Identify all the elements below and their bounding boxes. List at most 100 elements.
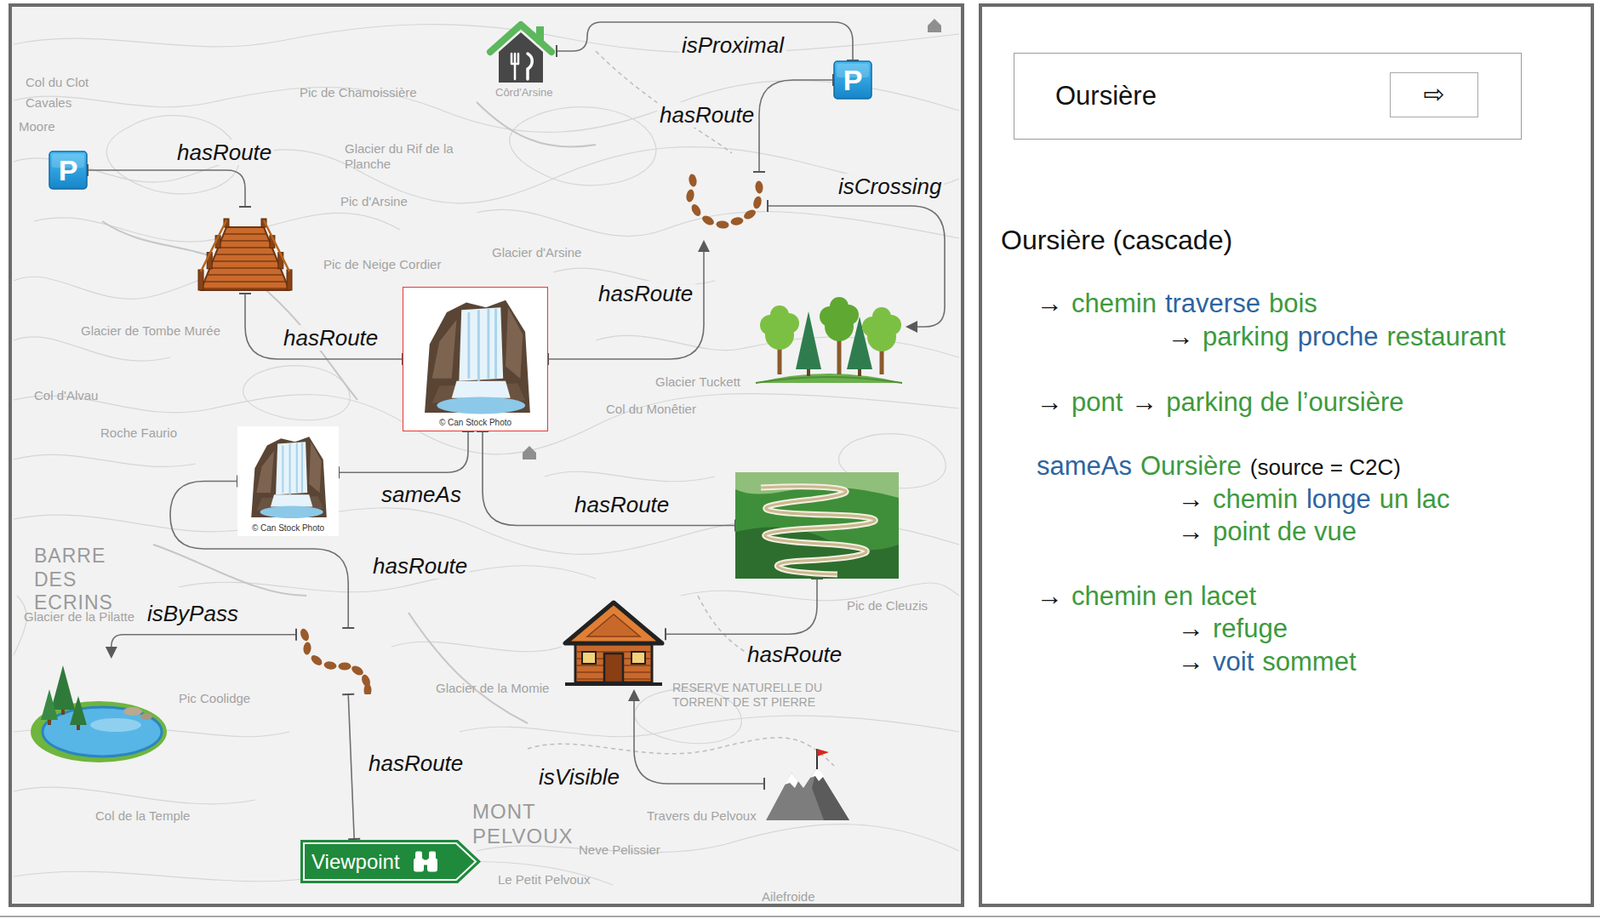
relation-connector [556, 22, 859, 61]
footprints [296, 628, 383, 695]
bridge-picture [200, 220, 227, 272]
restaurant-symbol [536, 26, 544, 44]
trail-icon [682, 171, 768, 240]
waterfall-picture [408, 292, 544, 416]
entity-word: sommet [1262, 645, 1356, 679]
forest-picture [755, 373, 903, 383]
map-hut-symbol [522, 18, 942, 460]
result-line: sameAsOursière(source = C2C) [1036, 450, 1401, 484]
entity-word: un lac [1379, 483, 1451, 516]
footprints [308, 653, 324, 669]
map-place-name: Pic de Cleuzis [846, 598, 928, 614]
connector-line [556, 22, 853, 61]
contour-lines [13, 787, 256, 805]
lake-picture [28, 658, 169, 766]
map-place-name: Col du Monêtier [605, 401, 697, 418]
map-place-name: Moore [18, 119, 56, 135]
map-place-name: Travers du Pelvoux [646, 808, 757, 824]
footpaths [527, 737, 835, 766]
lake-picture [90, 718, 142, 732]
relation-connector [87, 164, 252, 207]
edge-label: hasRoute [174, 139, 275, 166]
edge-label: isCrossing [835, 173, 944, 200]
result-text: (source = C2C) [1250, 451, 1401, 484]
viewpoint-shape [427, 858, 438, 873]
relation-word: proche [1297, 320, 1379, 354]
cabin-picture [565, 602, 663, 644]
waterfall-picture [505, 307, 523, 379]
bottom-rule [0, 915, 1600, 918]
connector-end-bar [295, 628, 298, 641]
restaurant-symbol [498, 32, 543, 83]
connector-line [665, 578, 818, 635]
connector-line [759, 80, 834, 172]
bridge-picture [221, 240, 270, 242]
contour-lines [13, 24, 960, 886]
map-place-name: Neve Pelissier [578, 842, 661, 858]
edge-label: hasRoute [744, 641, 845, 668]
footprints [302, 641, 312, 656]
map-place-name: Glacier d'Arsine [491, 245, 582, 261]
ridge-lines [102, 221, 358, 400]
edge-label: hasRoute [571, 491, 672, 518]
footprints [685, 188, 695, 203]
connector-line [482, 431, 736, 526]
connector-end-bar [753, 171, 766, 173]
forest-picture [770, 305, 789, 325]
switchback-icon [735, 472, 899, 579]
map-place-name: Roche Faurio [100, 425, 178, 441]
footprints [754, 180, 764, 195]
ridge-lines [102, 102, 596, 724]
switchback-picture [760, 486, 875, 575]
map-place-name: Col d'Alvau [34, 388, 98, 404]
edge-label: hasRoute [657, 102, 757, 128]
parking-icon: P [48, 150, 88, 190]
result-line: →parkingprocherestaurant [1167, 320, 1506, 354]
trail-icon [296, 628, 383, 695]
map-hut-symbol [522, 445, 537, 460]
footprints [700, 213, 715, 227]
waterfall-picture [432, 320, 458, 379]
entity-word: chemin en lacet [1071, 580, 1257, 613]
result-text: → [1177, 483, 1205, 516]
connector-line [111, 634, 297, 651]
bridge-picture [204, 280, 286, 283]
viewpoint-text: Viewpoint [311, 839, 400, 885]
entity-word: pont [1071, 386, 1123, 419]
switchback-picture [760, 486, 875, 575]
relation-word: voit [1212, 645, 1254, 679]
contour-lines [13, 394, 960, 455]
waterfall-picture [451, 381, 511, 399]
summit-picture [784, 772, 799, 789]
waterfall-picture [308, 441, 321, 493]
entity-word: Oursière [1140, 450, 1242, 483]
lake-picture [51, 665, 75, 710]
bridge-icon [194, 206, 297, 294]
result-line: Oursière (cascade) [1000, 223, 1233, 257]
map-place-name: Pic Coolidge [178, 691, 251, 707]
ridge-lines [476, 102, 596, 148]
bridge-picture [215, 253, 275, 256]
search-text: Oursière [1055, 53, 1157, 138]
bridge-picture [206, 274, 283, 276]
result-text: → [1036, 386, 1063, 419]
connector-end-bar [555, 45, 558, 58]
bridge-picture [201, 287, 289, 290]
contour-lines [459, 715, 960, 738]
map-place-name: Glacier de Tombe Murée [80, 323, 221, 339]
contour-lines [680, 582, 960, 601]
result-text: → [1177, 612, 1205, 646]
result-text: → [1036, 580, 1063, 613]
entity-word: parking [1202, 320, 1290, 354]
waterfall-node: © Can Stock Photo [402, 286, 549, 432]
edge-label: sameAs [378, 481, 464, 508]
relation-word: sameAs [1036, 450, 1132, 483]
entity-word: chemin [1212, 483, 1298, 516]
map-place-name: Col de la Temple [95, 808, 190, 824]
connector-line [348, 694, 355, 840]
waterfall-picture [468, 308, 497, 382]
bridge-picture [263, 220, 290, 272]
forest-picture [829, 297, 849, 316]
